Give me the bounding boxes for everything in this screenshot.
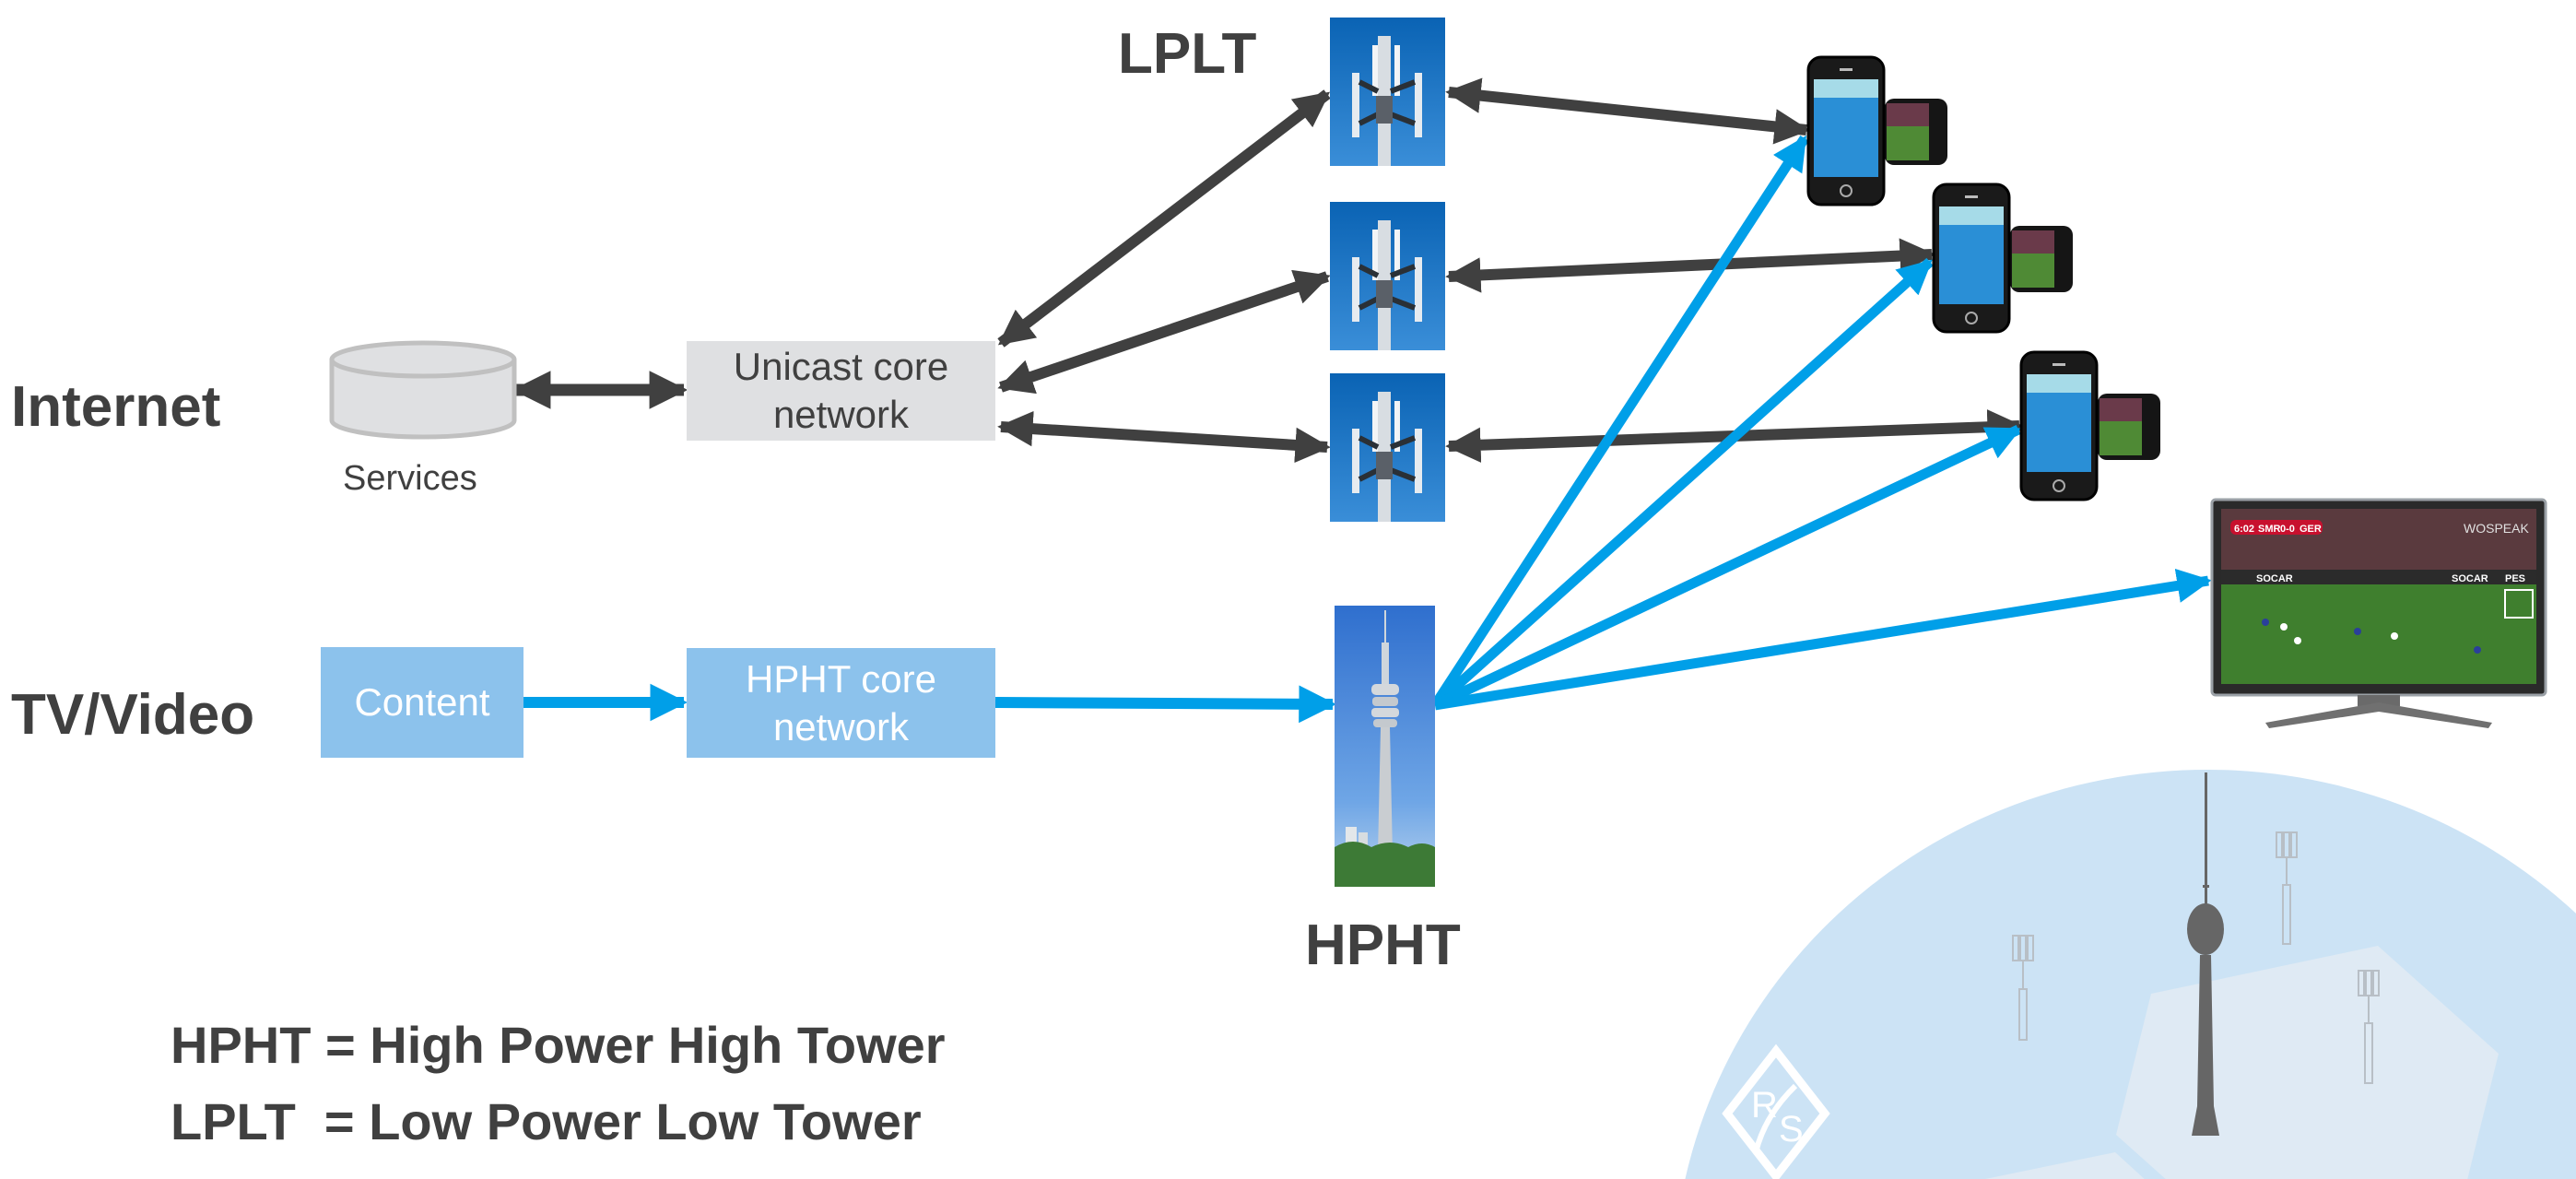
hpht-core-line2: network <box>772 704 910 749</box>
arrow-hpht-phone2 <box>1431 257 1934 710</box>
hpht-label: HPHT <box>1305 914 1461 977</box>
content-box: Content <box>321 647 523 758</box>
smartphone-1-icon <box>1806 55 1947 206</box>
arrow-unicast-lplt1 <box>997 89 1331 348</box>
hpht-core-network-box: HPHT core network <box>687 648 995 758</box>
television-icon: 6:02 SMR 0-0 GER WOSPEAK SOCAR SOCAR PES <box>2210 498 2547 728</box>
smartphone-3-icon <box>2019 350 2160 501</box>
arrow-hpht-tv <box>1434 568 2212 711</box>
services-label: Services <box>343 459 477 498</box>
logo-letter-s: S <box>1779 1109 1804 1150</box>
unicast-core-line2: network <box>772 393 910 436</box>
legend-hpht-definition: HPHT = High Power High Tower <box>171 1016 946 1074</box>
tv-ad-2: SOCAR <box>2452 573 2488 584</box>
unicast-core-line1: Unicast core <box>733 345 949 388</box>
hpht-broadcast-tower-icon <box>1335 606 1435 887</box>
arrow-hpht-phone1 <box>1430 135 1809 709</box>
arrow-lplt1-phone1 <box>1445 77 1810 145</box>
tv-team-away: GER <box>2300 524 2322 535</box>
arrow-lplt2-phone2 <box>1445 238 1935 293</box>
tv-tower-silhouette-icon <box>2187 772 2224 1136</box>
tv-score: 0-0 <box>2280 524 2295 535</box>
hexagon-cell <box>1985 1152 2145 1179</box>
lplt-cell-tower-3-icon <box>1330 373 1445 522</box>
content-label: Content <box>354 680 490 724</box>
lplt-label: LPLT <box>1118 22 1257 86</box>
internet-label: Internet <box>11 375 221 439</box>
logo-letter-r: R <box>1751 1085 1778 1126</box>
tv-score-time: 6:02 <box>2234 524 2254 535</box>
tv-channel-logo: WOSPEAK <box>2464 521 2529 536</box>
tv-team-home: SMR <box>2258 524 2281 535</box>
unicast-core-network-box: Unicast core network <box>687 341 995 441</box>
tv-ad-1: SOCAR <box>2256 573 2293 584</box>
small-cell-antenna-icon <box>2276 831 2298 945</box>
arrow-hpht-core-tower <box>994 685 1337 724</box>
small-cell-antenna-icon <box>2012 935 2034 1041</box>
lplt-cell-tower-1-icon <box>1330 18 1445 166</box>
arrow-unicast-lplt2 <box>997 269 1331 395</box>
smartphone-2-icon <box>1932 183 2073 334</box>
tv-ad-3: PES <box>2505 573 2525 584</box>
hpht-core-line1: HPHT core <box>746 656 936 701</box>
legend-lplt-definition: LPLT = Low Power Low Tower <box>171 1092 922 1150</box>
arrow-unicast-lplt3 <box>997 410 1331 464</box>
small-cell-antenna-icon <box>2358 970 2380 1084</box>
services-database-icon <box>329 340 517 440</box>
tv-video-label: TV/Video <box>11 683 255 747</box>
lplt-cell-tower-2-icon <box>1330 202 1445 350</box>
rohde-schwarz-logo: R S <box>1722 1043 1830 1179</box>
arrow-hpht-phone3 <box>1432 425 2022 710</box>
